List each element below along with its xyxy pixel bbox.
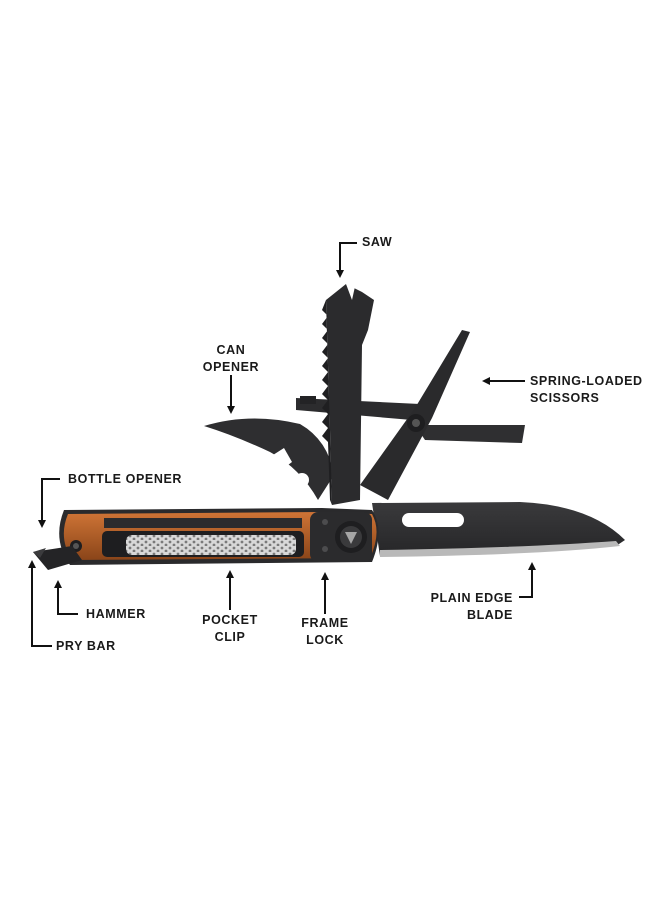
label-plain-edge-blade: PLAIN EDGE BLADE [430, 591, 513, 622]
label-frame-lock: FRAME LOCK [301, 616, 349, 647]
pry-bar [33, 546, 82, 570]
annotation-arrows [28, 242, 536, 647]
handle [59, 508, 379, 565]
label-pocket-clip: POCKET CLIP [202, 613, 258, 644]
label-pry-bar: PRY BAR [56, 639, 116, 653]
blade [372, 502, 625, 557]
label-bottle-opener: BOTTLE OPENER [68, 472, 183, 486]
saw [322, 282, 374, 505]
label-spring-loaded-scissors: SPRING-LOADED SCISSORS [530, 374, 643, 405]
label-hammer: HAMMER [86, 607, 146, 621]
label-can-opener: CAN OPENER [202, 343, 260, 374]
label-saw: SAW [362, 235, 393, 249]
can-opener [204, 418, 334, 500]
